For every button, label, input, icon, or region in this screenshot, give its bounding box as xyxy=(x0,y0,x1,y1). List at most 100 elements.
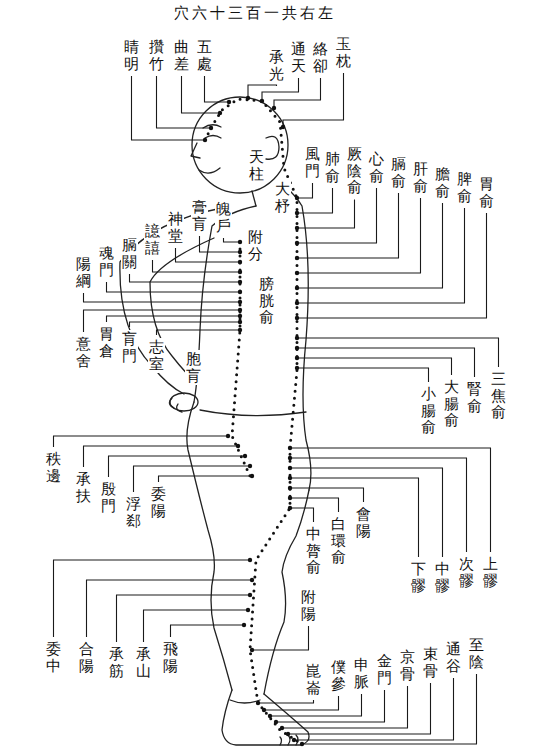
point-label: 攢竹 xyxy=(148,38,165,73)
point-label: 合陽 xyxy=(78,640,95,675)
leader-line xyxy=(54,436,229,447)
point-label: 膏肓 xyxy=(191,198,208,233)
leader-line xyxy=(297,368,429,382)
acupoint-dot xyxy=(268,714,272,718)
acupoint-dot xyxy=(203,138,207,142)
leader-line xyxy=(224,238,241,242)
acupoint-dot xyxy=(288,506,292,510)
point-label: 胃俞 xyxy=(478,175,495,210)
acupoint-dot xyxy=(238,250,242,254)
point-label: 中膂俞 xyxy=(305,525,322,577)
point-label: 附陽 xyxy=(300,588,317,623)
point-label: 委中 xyxy=(45,640,62,675)
point-label: 膈俞 xyxy=(390,155,407,190)
leader-line xyxy=(283,73,344,127)
head-outline xyxy=(192,97,288,193)
leader-line xyxy=(297,338,499,367)
acupoint-dot xyxy=(295,316,299,320)
acupoint-dot xyxy=(295,301,299,305)
acupoint-dot xyxy=(243,454,247,458)
neck-front xyxy=(252,191,256,206)
acupoint-dot xyxy=(260,99,264,103)
meridian-dots xyxy=(205,99,302,744)
acupoint-dot xyxy=(238,314,242,318)
leader-line xyxy=(130,274,241,282)
leader-line xyxy=(159,476,253,482)
leader-line xyxy=(117,595,251,642)
leg-front xyxy=(187,402,232,690)
leader-line xyxy=(176,248,241,262)
point-label: 承扶 xyxy=(75,470,92,505)
leader-line xyxy=(252,626,309,650)
point-label: 肺俞 xyxy=(324,150,341,185)
leader-line xyxy=(290,498,339,512)
point-label: 申脈 xyxy=(353,656,370,691)
acupoint-dot xyxy=(238,320,242,324)
acupoint-dot xyxy=(238,280,242,284)
acupoint-dot xyxy=(300,742,304,746)
point-label: 承光 xyxy=(268,48,285,83)
acupoint-dot xyxy=(250,578,254,582)
point-label: 僕參 xyxy=(330,658,347,693)
leader-line xyxy=(297,213,487,318)
point-label: 魄戶 xyxy=(215,200,232,235)
acupoint-dot xyxy=(256,701,260,705)
point-label: 次髎 xyxy=(458,555,475,590)
acupoint-dot xyxy=(288,476,292,480)
point-label: 陽綱 xyxy=(75,255,92,290)
leader-line xyxy=(270,694,362,716)
point-label: 飛陽 xyxy=(162,640,179,675)
point-label: 風門 xyxy=(304,145,321,180)
leader-line xyxy=(182,76,221,113)
acupoint-dot xyxy=(272,106,276,110)
leader-line xyxy=(297,188,333,213)
fingers xyxy=(169,398,182,412)
leader-line xyxy=(130,322,241,327)
leader-line xyxy=(205,76,230,102)
leader-line xyxy=(297,348,475,377)
point-label: 胃倉 xyxy=(98,325,115,360)
meridian-dots xyxy=(232,242,250,476)
leader-line xyxy=(157,330,241,335)
point-label: 通谷 xyxy=(445,640,462,675)
acupoint-dot xyxy=(295,271,299,275)
acupoint-dot xyxy=(295,226,299,230)
point-label: 白環俞 xyxy=(330,515,347,567)
leader-line xyxy=(153,260,241,272)
point-label: 附分 xyxy=(247,228,264,263)
acupoint-dot xyxy=(295,241,299,245)
leader-line xyxy=(132,76,206,140)
point-label: 上髎 xyxy=(482,555,499,590)
acupoint-dot xyxy=(227,100,231,104)
acupoint-dot xyxy=(262,708,266,712)
point-label: 心俞 xyxy=(368,150,385,185)
foot xyxy=(222,690,309,745)
leader-line xyxy=(144,610,249,642)
acupoint-dot xyxy=(274,720,278,724)
leader-line xyxy=(297,188,377,243)
point-label: 秩邊 xyxy=(45,450,62,485)
acupoint-dot xyxy=(295,366,299,370)
point-label: 絡卻 xyxy=(312,40,329,75)
point-label: 三焦俞 xyxy=(490,370,507,422)
point-label: 大杼 xyxy=(274,180,291,215)
leader-line xyxy=(84,293,241,302)
acupoint-dot xyxy=(246,96,250,100)
acupoint-dot xyxy=(288,496,292,500)
leader-line xyxy=(107,282,241,292)
acupoint-dot xyxy=(238,240,242,244)
acupoint-dot xyxy=(280,726,284,730)
acupoint-dot xyxy=(292,738,296,742)
acupoint-dot xyxy=(288,466,292,470)
leader-line xyxy=(258,700,314,703)
acupoint-dot xyxy=(250,648,254,652)
point-label: 腎俞 xyxy=(466,380,483,415)
point-label: 膈關 xyxy=(121,236,138,271)
point-label: 胞肓 xyxy=(185,350,202,385)
leader-line xyxy=(290,508,314,522)
leader-line xyxy=(297,203,443,288)
point-label: 通天 xyxy=(290,40,307,75)
leader-line xyxy=(297,200,355,229)
